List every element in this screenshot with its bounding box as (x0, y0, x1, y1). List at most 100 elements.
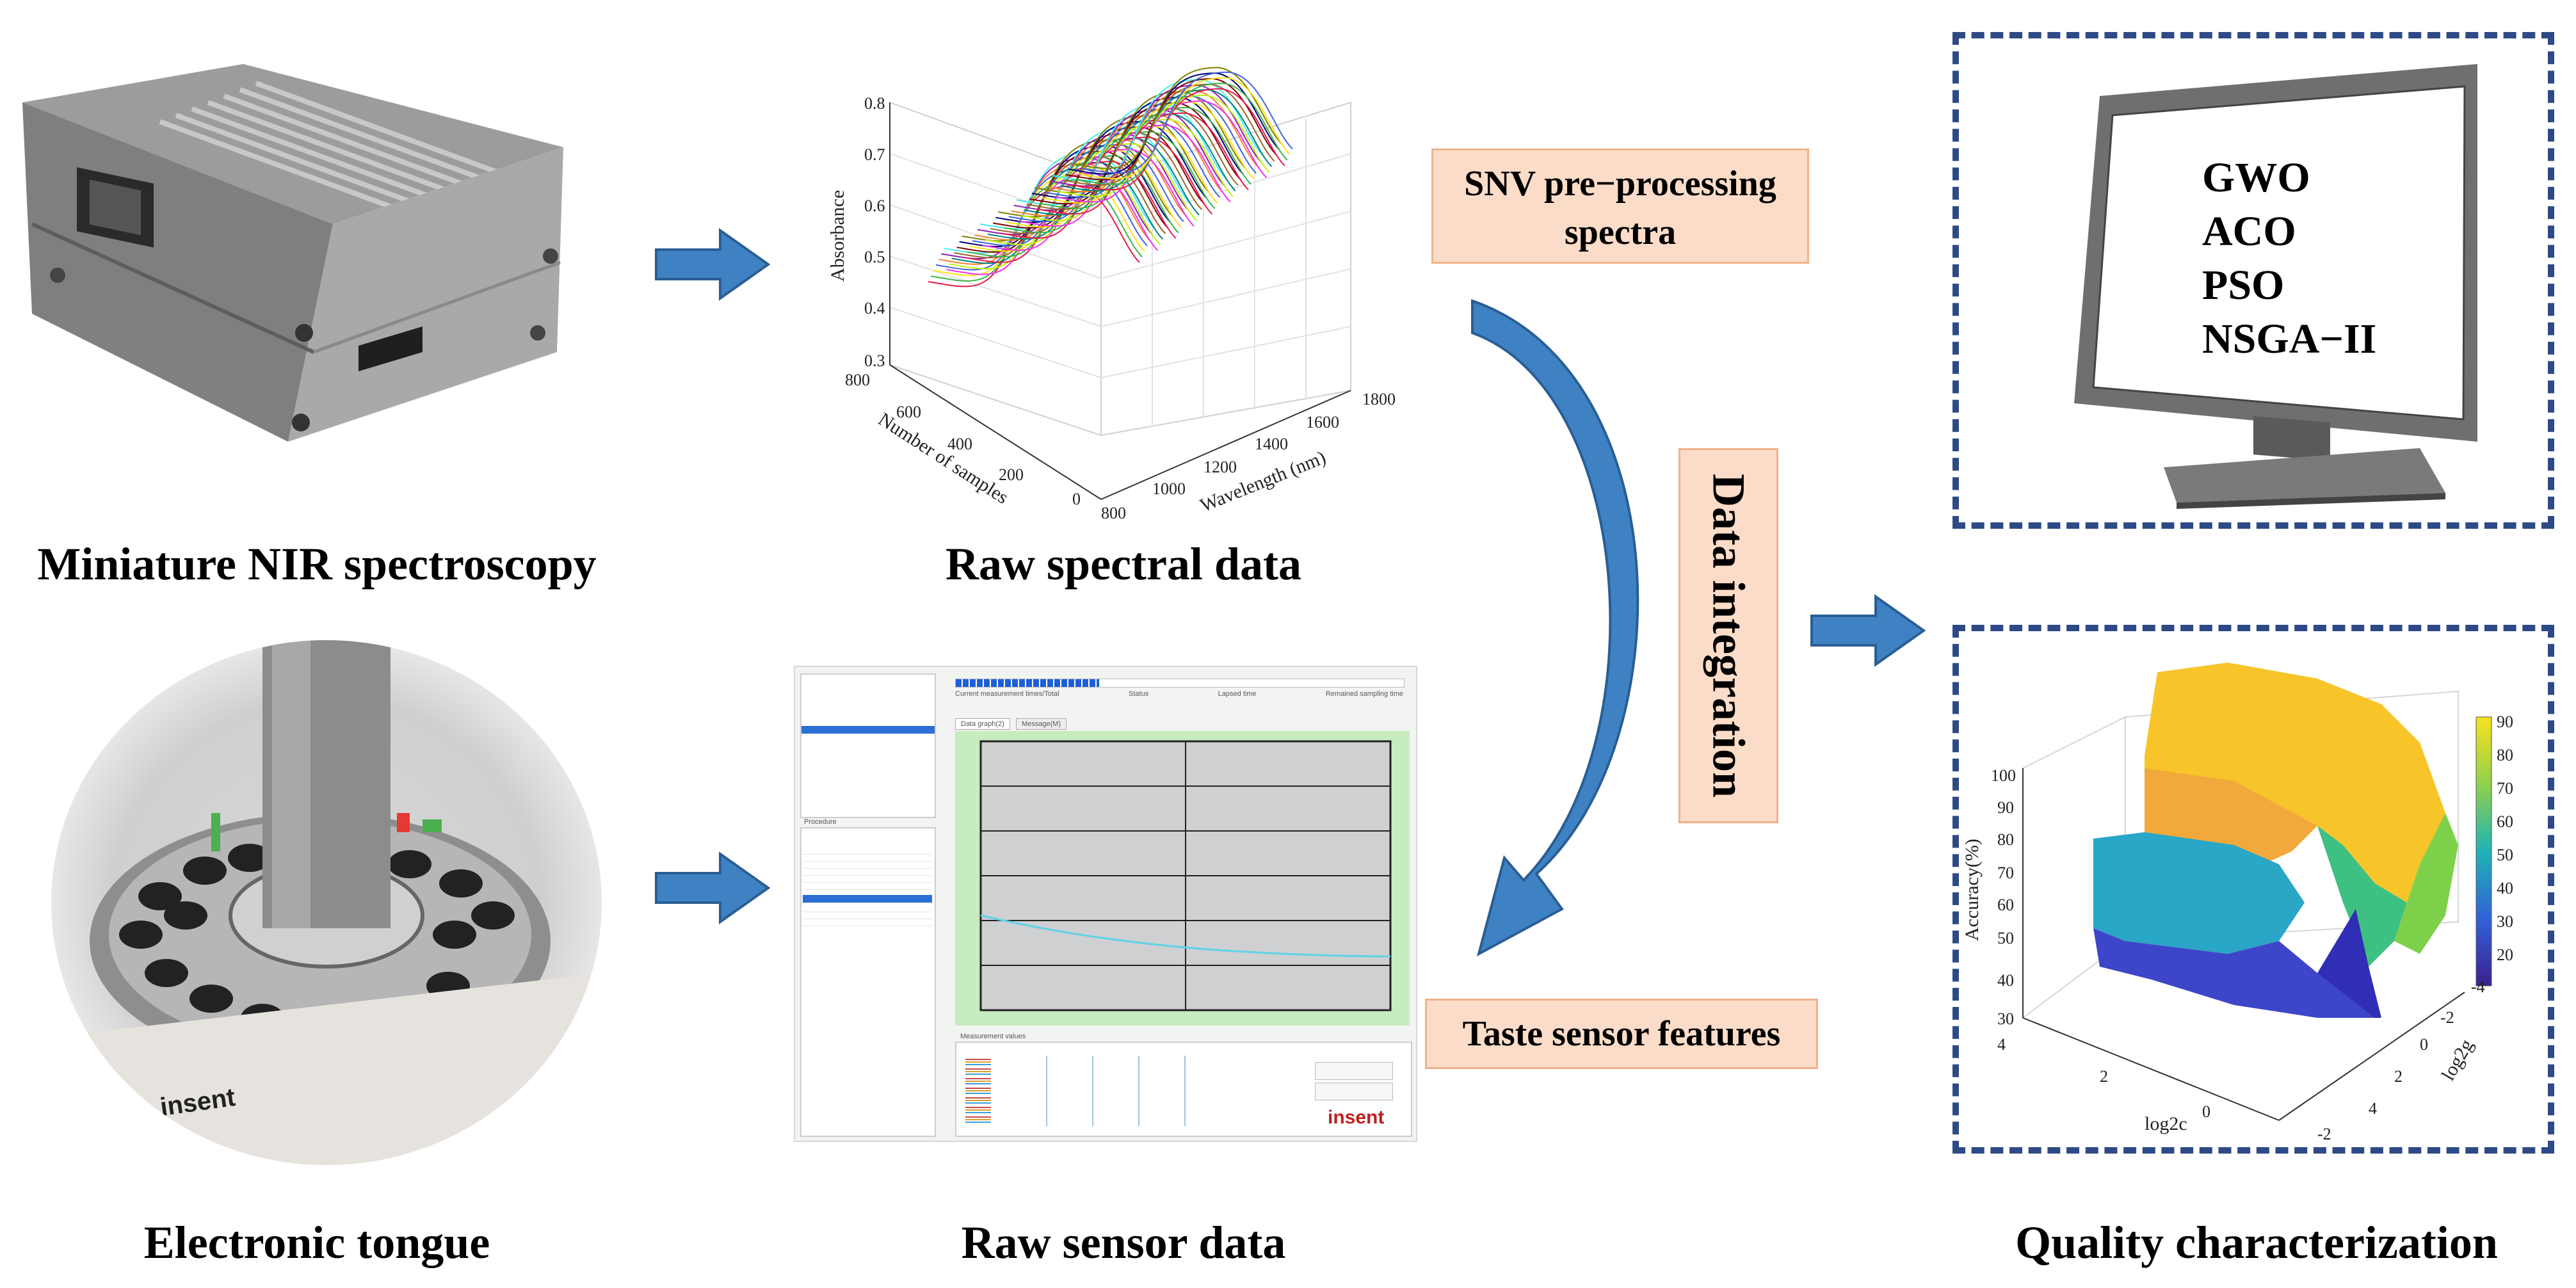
z-tick: 0.8 (864, 94, 885, 113)
procedure-panel: Procedure (800, 818, 936, 1137)
z-axis-label: Absorbance (827, 190, 848, 282)
algo-pso: PSO (2202, 262, 2285, 309)
g-tick: -4 (2471, 978, 2485, 996)
status-col: Lapsed time (1218, 690, 1257, 698)
spectrum-line (1001, 136, 1213, 239)
nir-device-image (22, 64, 563, 442)
c-tick: 4 (1997, 1035, 2006, 1054)
right-arrow-icon (655, 851, 771, 924)
c-tick: 0 (2202, 1102, 2210, 1121)
spectrum-line (1078, 77, 1291, 179)
spectrum-line (1075, 83, 1288, 185)
c-tick: 2 (2100, 1067, 2108, 1086)
spectrum-line (1036, 112, 1249, 215)
z-tick: 50 (1997, 929, 2014, 947)
g-axis-label: log2g (2437, 1036, 2477, 1084)
z-tick: 100 (1991, 766, 2016, 785)
spectrum-line (1018, 124, 1231, 227)
screen-brand-label: insent (1328, 1107, 1385, 1128)
procedure-selected-row[interactable] (803, 895, 932, 903)
z-tick: 0.5 (864, 248, 885, 266)
colorbar-tick: 50 (2497, 846, 2513, 864)
curved-arrow-icon (1471, 299, 1639, 956)
z-tick: 0.7 (864, 145, 885, 164)
g-tick: 4 (2369, 1099, 2377, 1118)
status-col: Status (1129, 690, 1149, 698)
snv-line1: SNV pre−processing (1464, 164, 1776, 204)
snv-box: SNV pre−processing spectra (1431, 149, 1809, 264)
tab-message[interactable]: Message(M) (1016, 718, 1067, 730)
z-tick: 60 (1997, 896, 2014, 914)
colorbar-tick: 60 (2497, 812, 2513, 831)
spectrum-line (1055, 100, 1268, 203)
status-header-row: Current measurement times/Total Status L… (955, 690, 1403, 698)
x-tick: 1800 (1362, 390, 1396, 408)
z-tick: 70 (1997, 864, 2014, 882)
spectrum-line (1081, 71, 1293, 174)
algo-aco: ACO (2202, 208, 2296, 255)
y-axis-label: Number of samples (874, 408, 1012, 508)
z-tick: 90 (1997, 798, 2014, 817)
caption-nir: Miniature NIR spectroscopy (37, 538, 597, 590)
algorithm-list: GWO ACO PSO NSGA−II (2202, 151, 2376, 366)
spectrum-line (1058, 94, 1270, 197)
y-tick: 600 (896, 403, 921, 421)
monitor-frame (1952, 32, 2554, 529)
spectrum-line (985, 143, 1197, 246)
status-col: Current measurement times/Total (955, 690, 1059, 698)
progress-bar (955, 679, 1405, 688)
progress-fill (956, 679, 1099, 687)
x-tick: 1400 (1255, 435, 1288, 453)
spectrum-line (1021, 118, 1234, 221)
save-button[interactable] (1315, 1083, 1393, 1100)
caption-quality: Quality characterization (2015, 1217, 2498, 1268)
colorbar-tick: 40 (2497, 879, 2513, 898)
right-arrow-icon (1810, 594, 1926, 667)
data-integration-box: Data integration (1678, 448, 1778, 823)
x-tick: 800 (1101, 504, 1126, 522)
spectrum-line (1039, 106, 1252, 209)
z-tick: 30 (1997, 1010, 2014, 1028)
spectrum-line (1073, 88, 1285, 191)
spectrum-line (982, 149, 1195, 251)
colorbar-tick: 20 (2497, 946, 2513, 964)
y-tick: 400 (947, 435, 972, 453)
colorbar-tick: 90 (2497, 712, 2513, 731)
sample-list-panel (800, 673, 936, 818)
caption-raw-spectral: Raw spectral data (946, 538, 1301, 590)
data-integration-label: Data integration (1703, 474, 1755, 798)
c-tick: -2 (2317, 1125, 2331, 1143)
x-tick: 1200 (1203, 458, 1237, 476)
colorbar-tick: 70 (2497, 779, 2513, 798)
g-tick: -2 (2440, 1008, 2454, 1027)
procedure-title: Procedure (804, 818, 837, 826)
caption-etongue: Electronic tongue (143, 1217, 490, 1268)
z-tick: 0.4 (864, 299, 885, 318)
z-tick: 0.6 (864, 197, 885, 215)
accuracy-surface-plot: 90 80 70 60 50 40 30 20 100 90 80 70 60 … (1961, 663, 2513, 1143)
x-tick: 1600 (1306, 413, 1339, 431)
colorbar-tick: 80 (2497, 746, 2513, 764)
y-tick: 200 (999, 465, 1024, 484)
taste-box: Taste sensor features (1425, 999, 1818, 1069)
sensor-graph (955, 731, 1410, 1026)
monitor-icon (2074, 64, 2477, 509)
g-tick: 0 (2420, 1035, 2428, 1054)
g-tick: 2 (2394, 1067, 2403, 1086)
tab-data-graph[interactable]: Data graph(2) (955, 718, 1010, 730)
z-tick: 40 (1997, 971, 2014, 990)
spectrum-line (1003, 131, 1216, 234)
status-col: Remained sampling time (1325, 690, 1403, 698)
measure-button[interactable] (1315, 1062, 1393, 1080)
c-axis-label: log2c (2145, 1113, 2187, 1134)
snv-line2: spectra (1564, 213, 1677, 252)
accuracy-plot-frame (1952, 625, 2554, 1154)
caption-raw-sensor: Raw sensor data (961, 1217, 1286, 1268)
electronic-tongue-image: insent (51, 640, 602, 1165)
spectrum-line (1070, 67, 1283, 170)
colorbar-tick: 30 (2497, 912, 2513, 931)
selected-sample-row[interactable] (801, 726, 935, 734)
z-axis-label: Accuracy(%) (1961, 839, 1983, 941)
measurement-panel: Measurement values insent (955, 1033, 1412, 1137)
y-tick: 0 (1072, 490, 1081, 508)
